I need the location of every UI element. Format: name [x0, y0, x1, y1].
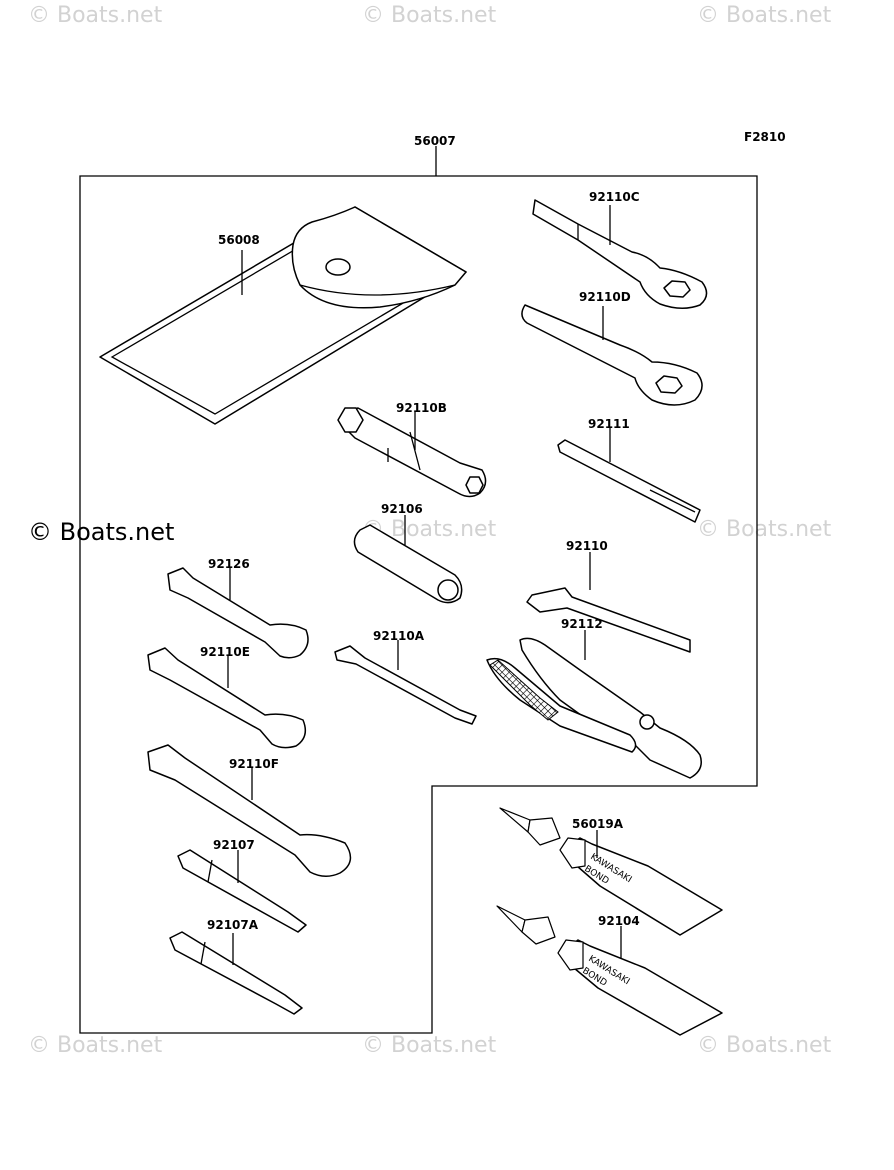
diagram-code: F2810 — [744, 130, 786, 144]
watermark-mid-right: © Boats.net — [697, 517, 832, 542]
label-92110A: 92110A — [373, 629, 425, 643]
label-92110B: 92110B — [396, 401, 447, 415]
part-56019A-bond-tube: KAWASAKI BOND 56019A — [499, 807, 723, 936]
label-56007: 56007 — [414, 134, 456, 148]
label-56019A: 56019A — [572, 817, 624, 831]
part-92111-bar: 92111 — [557, 417, 701, 523]
part-92110A-spanner: 92110A — [334, 629, 477, 725]
label-92110: 92110 — [566, 539, 608, 553]
watermark-bottom-right: © Boats.net — [697, 1033, 832, 1058]
label-92104: 92104 — [598, 914, 640, 928]
part-92110B-plug-wrench: 92110B — [337, 401, 487, 498]
part-92110-hex-key: 92110 — [526, 539, 691, 653]
part-92107-screwdriver: 92107 — [177, 838, 307, 933]
label-92110C: 92110C — [589, 190, 640, 204]
part-56008-tool-pouch: 56008 — [99, 206, 467, 425]
watermark-top-center: © Boats.net — [362, 3, 497, 28]
label-56008: 56008 — [218, 233, 260, 247]
label-92110F: 92110F — [229, 757, 279, 771]
label-92106: 92106 — [381, 502, 423, 516]
part-92126-wrench: 92126 — [167, 557, 309, 659]
watermarks: © Boats.net © Boats.net © Boats.net © Bo… — [28, 3, 832, 1058]
part-92106-socket: 92106 — [353, 502, 463, 604]
label-92110E: 92110E — [200, 645, 250, 659]
label-92112: 92112 — [561, 617, 603, 631]
label-92107: 92107 — [213, 838, 255, 852]
watermark-bottom-left: © Boats.net — [28, 1033, 163, 1058]
part-92110D-wrench: 92110D — [521, 290, 703, 406]
part-92107A-screwdriver: 92107A — [169, 918, 303, 1015]
watermark-bottom-center: © Boats.net — [362, 1033, 497, 1058]
part-92110C-wrench: 92110C — [532, 190, 708, 309]
label-92110D: 92110D — [579, 290, 631, 304]
assembly-frame: 56007 — [79, 134, 758, 1034]
watermark-top-right: © Boats.net — [697, 3, 832, 28]
watermark-top-left: © Boats.net — [28, 3, 163, 28]
label-92107A: 92107A — [207, 918, 259, 932]
part-92112-pliers: 92112 — [486, 617, 702, 779]
part-92110F-wrench: 92110F — [147, 744, 352, 877]
watermark-dark: © Boats.net — [28, 518, 174, 546]
label-92111: 92111 — [588, 417, 630, 431]
label-92126: 92126 — [208, 557, 250, 571]
part-92110E-wrench: 92110E — [147, 645, 307, 749]
